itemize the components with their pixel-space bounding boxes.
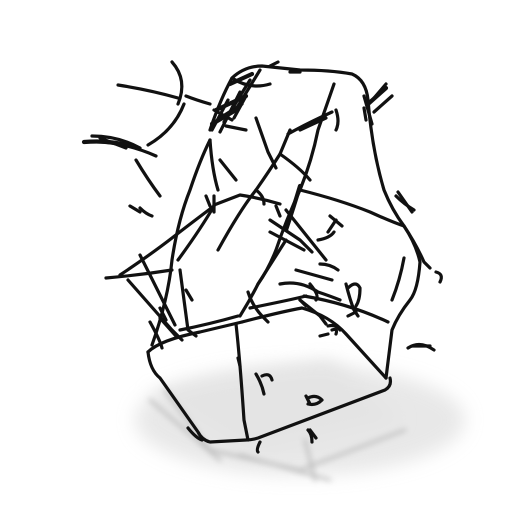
wire-strokes-thick <box>81 71 389 233</box>
base-front-edge <box>146 350 393 444</box>
shadow-wire-echo <box>148 388 407 482</box>
top-cap <box>208 64 370 132</box>
base-left-edge <box>146 320 244 354</box>
base-rear-bar <box>302 294 390 324</box>
stray-arc-left <box>116 83 180 100</box>
left-pillar <box>150 138 212 347</box>
wire-strokes <box>82 60 443 454</box>
